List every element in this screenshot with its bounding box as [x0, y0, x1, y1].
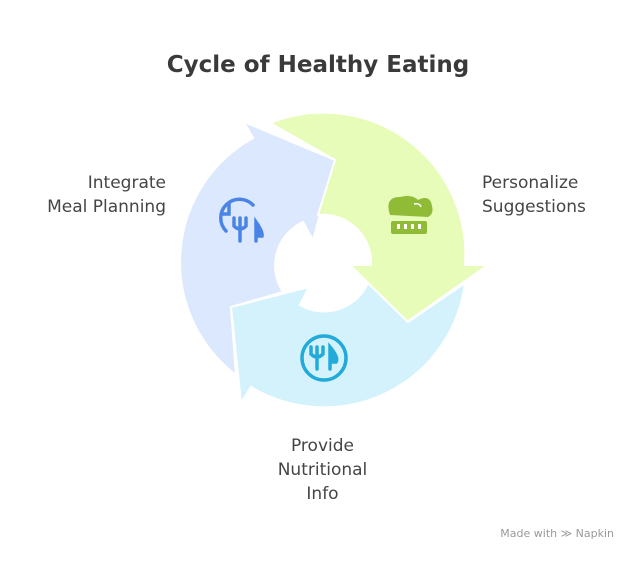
- watermark-brand: Napkin: [575, 527, 614, 540]
- label-line: Info: [306, 484, 339, 504]
- watermark-prefix: Made with: [500, 527, 558, 540]
- label-line: Integrate: [87, 173, 166, 193]
- napkin-watermark: Made with ≫ Napkin: [500, 527, 614, 540]
- segment-personalize-suggestions: [267, 111, 492, 324]
- label-line: Personalize: [482, 173, 579, 193]
- step-label-provide-nutritional-info: Provide Nutritional Info: [200, 434, 445, 506]
- plate-fork-knife-icon: [300, 334, 348, 382]
- chef-hat-icon: [388, 196, 433, 234]
- segment-integrate-meal-planning: [179, 119, 337, 378]
- segment-provide-nutritional-info: [229, 280, 467, 409]
- label-line: Provide: [290, 436, 354, 456]
- label-line: Suggestions: [482, 197, 586, 217]
- step-label-personalize-suggestions: Personalize Suggestions: [482, 171, 586, 219]
- label-line: Nutritional: [277, 460, 368, 480]
- label-line: Meal Planning: [47, 197, 166, 217]
- step-label-integrate-meal-planning: Integrate Meal Planning: [47, 171, 166, 219]
- napkin-logo-icon: ≫: [560, 527, 573, 540]
- clock-fork-knife-icon: [219, 197, 264, 243]
- diagram-title: Cycle of Healthy Eating: [166, 52, 470, 78]
